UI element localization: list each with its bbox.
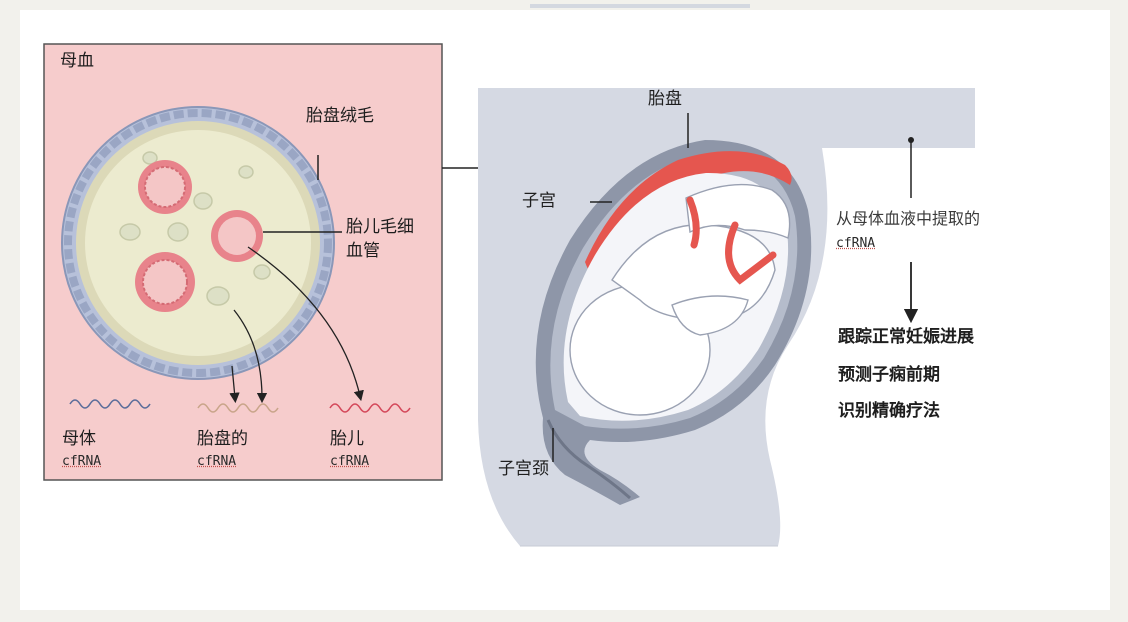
fetal-rna-code: cfRNA <box>330 454 369 469</box>
maternal-blood-panel <box>44 44 442 480</box>
use-predict-preeclampsia: 预测子痫前期 <box>838 364 940 386</box>
placental-rna-name: 胎盘的 <box>197 428 248 450</box>
capillary-label-line2: 血管 <box>346 240 380 262</box>
villi-label: 胎盘绒毛 <box>306 105 374 127</box>
cervix-label: 子宫颈 <box>498 458 549 480</box>
use-precision-therapy: 识别精确疗法 <box>838 400 940 422</box>
maternal-rna-name: 母体 <box>62 428 96 450</box>
top-strip <box>530 4 750 8</box>
extract-text-line1: 从母体血液中提取的 <box>836 208 980 230</box>
use-track-progress: 跟踪正常妊娠进展 <box>838 326 974 348</box>
extract-text-line2: cfRNA <box>836 236 875 251</box>
maternal-rna-code: cfRNA <box>62 454 101 469</box>
fetal-rna-name: 胎儿 <box>330 428 364 450</box>
uterus-label: 子宫 <box>522 190 556 212</box>
placental-villus <box>62 107 334 379</box>
maternal-blood-title: 母血 <box>60 50 94 72</box>
placental-rna-code: cfRNA <box>197 454 236 469</box>
capillary-label-line1: 胎儿毛细 <box>346 216 414 238</box>
placenta-label: 胎盘 <box>648 88 682 110</box>
